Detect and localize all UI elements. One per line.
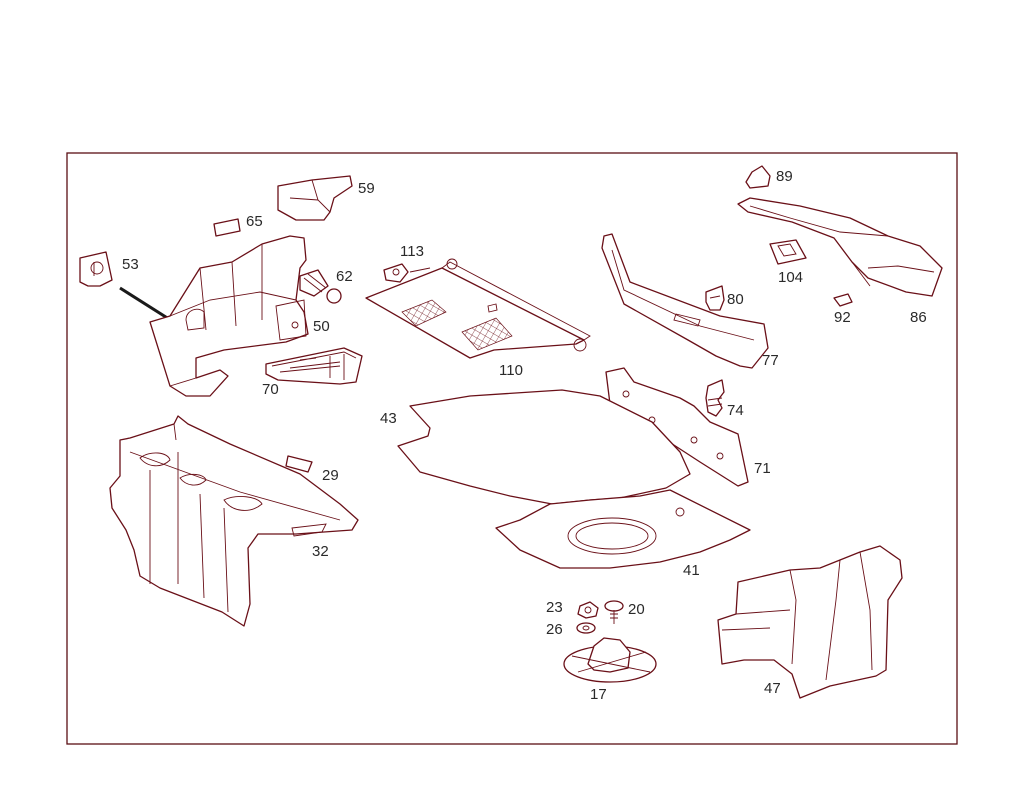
- part-29-label[interactable]: [285, 455, 313, 473]
- callout-29: 29: [322, 467, 339, 484]
- part-26-washer[interactable]: [576, 622, 596, 634]
- callout-32: 32: [312, 543, 329, 560]
- callout-71: 71: [754, 460, 771, 477]
- part-32-rear-panel[interactable]: [109, 415, 359, 627]
- callout-113: 113: [400, 243, 424, 260]
- part-74-clip[interactable]: [705, 379, 725, 417]
- part-80-clip[interactable]: [705, 285, 725, 311]
- callout-104: 104: [778, 269, 803, 286]
- part-89-clip[interactable]: [745, 165, 771, 189]
- part-62-plug[interactable]: [299, 269, 342, 304]
- callout-65: 65: [246, 213, 263, 230]
- callout-89: 89: [776, 168, 793, 185]
- callout-50: 50: [313, 318, 330, 335]
- part-23-nut[interactable]: [577, 601, 599, 619]
- part-50-side-panel[interactable]: [149, 235, 309, 397]
- callout-23: 23: [546, 599, 563, 616]
- part-92-screw[interactable]: [833, 293, 853, 307]
- callout-80: 80: [727, 291, 744, 308]
- callout-47: 47: [764, 680, 781, 697]
- part-113-bolt[interactable]: [383, 263, 431, 283]
- part-65-label[interactable]: [213, 218, 241, 237]
- callout-70: 70: [262, 381, 279, 398]
- part-20-screw[interactable]: [604, 600, 624, 624]
- part-110-net[interactable]: [365, 258, 591, 359]
- callout-92: 92: [834, 309, 851, 326]
- callout-86: 86: [910, 309, 927, 326]
- callout-43: 43: [380, 410, 397, 427]
- callout-53: 53: [122, 256, 139, 273]
- part-47-side-trim[interactable]: [717, 545, 903, 699]
- callout-59: 59: [358, 180, 375, 197]
- part-104-bracket[interactable]: [769, 239, 807, 265]
- part-70-tray[interactable]: [265, 347, 363, 385]
- callout-26: 26: [546, 621, 563, 638]
- part-86-shelf-cover[interactable]: [737, 197, 943, 297]
- callout-20: 20: [628, 601, 645, 618]
- callout-110: 110: [499, 362, 523, 379]
- part-17-holder[interactable]: [563, 637, 657, 683]
- callout-77: 77: [762, 352, 779, 369]
- part-59-cover[interactable]: [277, 175, 353, 221]
- part-53-clip[interactable]: [79, 251, 113, 287]
- callout-62: 62: [336, 268, 353, 285]
- callout-41: 41: [683, 562, 700, 579]
- part-41-floor-panel[interactable]: [495, 489, 751, 569]
- diagram-frame: [66, 152, 958, 745]
- callout-74: 74: [727, 402, 744, 419]
- part-77-trim[interactable]: [601, 233, 769, 369]
- callout-17: 17: [590, 686, 607, 703]
